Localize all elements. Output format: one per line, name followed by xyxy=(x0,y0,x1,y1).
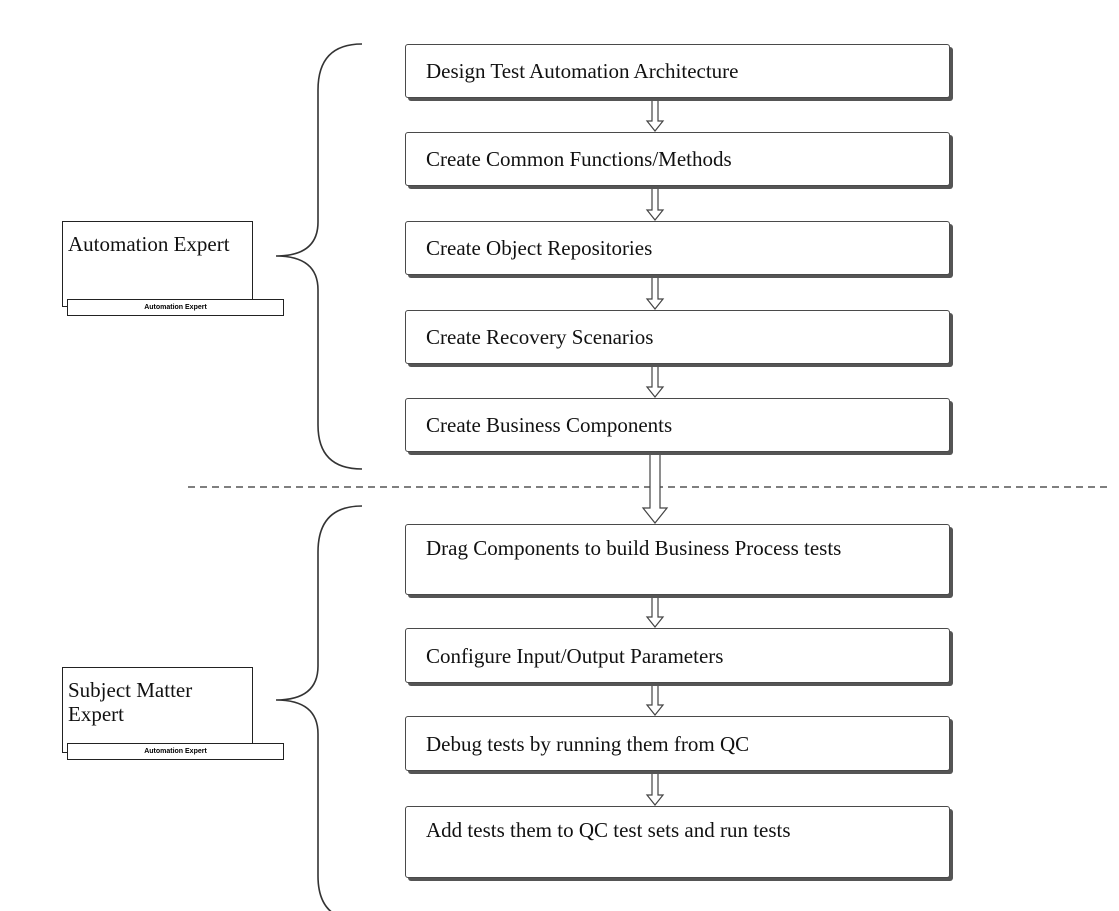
step-label: Create Common Functions/Methods xyxy=(426,147,732,171)
role-tag: Automation Expert xyxy=(67,743,284,760)
subject-matter-expert-brace xyxy=(275,505,363,911)
role-card-automation-expert: Automation Expert xyxy=(62,221,253,307)
step-common-functions: Create Common Functions/Methods xyxy=(405,132,950,186)
step-business-components: Create Business Components xyxy=(405,398,950,452)
step-recovery-scenarios: Create Recovery Scenarios xyxy=(405,310,950,364)
step-object-repositories: Create Object Repositories xyxy=(405,221,950,275)
step-add-tests-to-sets: Add tests them to QC test sets and run t… xyxy=(405,806,950,878)
role-tag: Automation Expert xyxy=(67,299,284,316)
flow-arrow xyxy=(645,363,665,398)
step-debug-tests: Debug tests by running them from QC xyxy=(405,716,950,771)
flow-arrow xyxy=(645,96,665,132)
flow-arrow xyxy=(645,185,665,221)
step-label: Design Test Automation Architecture xyxy=(426,59,739,83)
step-design-architecture: Design Test Automation Architecture xyxy=(405,44,950,98)
step-label: Configure Input/Output Parameters xyxy=(426,643,724,668)
flow-arrow xyxy=(645,682,665,716)
flow-arrow xyxy=(641,451,669,524)
flow-arrow xyxy=(645,275,665,310)
step-label: Debug tests by running them from QC xyxy=(426,731,750,756)
role-name: Automation Expert xyxy=(68,232,230,256)
step-configure-parameters: Configure Input/Output Parameters xyxy=(405,628,950,683)
step-label: Create Object Repositories xyxy=(426,236,653,260)
step-label: Create Recovery Scenarios xyxy=(426,325,654,349)
step-label: Drag Components to build Business Proces… xyxy=(426,536,842,560)
step-drag-components: Drag Components to build Business Proces… xyxy=(405,524,950,595)
flow-arrow xyxy=(645,594,665,628)
step-label: Create Business Components xyxy=(426,413,673,437)
automation-expert-brace xyxy=(275,43,363,470)
flow-arrow xyxy=(645,770,665,806)
role-card-subject-matter-expert: Subject Matter Expert xyxy=(62,667,253,753)
role-name: Subject Matter Expert xyxy=(68,678,193,726)
step-label: Add tests them to QC test sets and run t… xyxy=(426,818,791,842)
